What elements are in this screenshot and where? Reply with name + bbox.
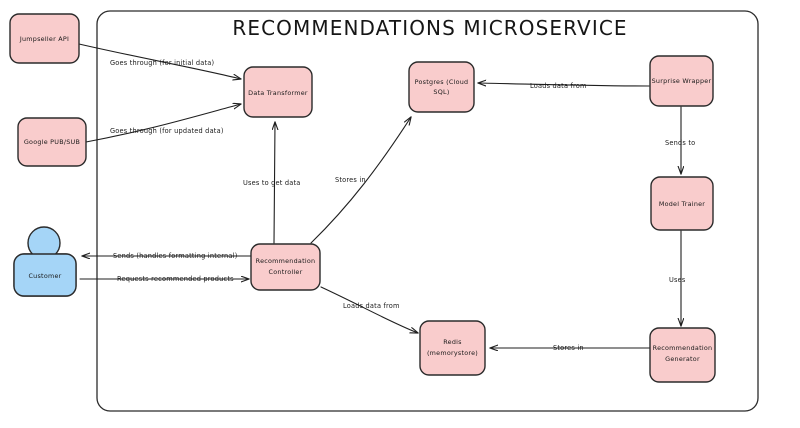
node-recommendation-controller-label-line1: Recommendation [256,257,316,265]
edge-label-controller-to-customer: Sends (handles formatting internal) [113,252,237,260]
node-redis-memorystore-label-line2: (memorystore) [427,349,478,357]
actor-customer-body [13,253,77,297]
node-recommendation-controller-label-line2: Controller [269,268,303,276]
edge-controller-to-transformer [274,122,275,244]
node-jumpseller-api[interactable]: Jumpseller API [9,13,80,64]
node-model-trainer[interactable]: Model Trainer [650,176,714,231]
edge-label-controller-to-postgres: Stores in [335,176,366,184]
node-google-pubsub-label: Google PUB/SUB [24,138,80,146]
page-title: RECOMMENDATIONS MICROSERVICE [232,16,627,40]
node-google-pubsub[interactable]: Google PUB/SUB [17,117,87,167]
node-data-transformer[interactable]: Data Transformer [243,66,313,118]
edge-controller-to-redis [320,286,418,333]
edge-label-controller-to-redis: Loads data from [343,302,400,310]
edge-jumpseller-to-transformer [78,43,241,79]
actor-customer[interactable]: Customer [13,226,77,297]
node-redis-memorystore[interactable]: Redis (memorystore) [419,320,486,376]
node-surprise-wrapper[interactable]: Surprise Wrapper [649,55,714,107]
edge-label-controller-to-transformer: Uses to get data [243,179,301,187]
node-surprise-wrapper-label: Surprise Wrapper [652,77,712,85]
edge-label-generator-to-redis: Stores in [553,344,584,352]
edge-label-jumpseller-to-transformer: Goes through (for initial data) [110,59,214,67]
node-model-trainer-label: Model Trainer [659,200,705,208]
node-recommendation-generator[interactable]: Recommendation Generator [649,327,716,383]
edge-pubsub-to-transformer [85,104,241,143]
edge-label-surprise-to-trainer: Sends to [665,139,695,147]
node-jumpseller-api-label: Jumpseller API [19,35,69,43]
node-postgres-cloud-sql[interactable]: Postgres (Cloud SQL) [408,61,475,113]
node-recommendation-controller[interactable]: Recommendation Controller [250,243,321,291]
edge-label-surprise-to-postgres: Loads data from [530,82,587,90]
node-recommendation-generator-label-line1: Recommendation [653,344,713,352]
node-redis-memorystore-label-line1: Redis [443,338,462,346]
edge-label-customer-to-controller: Requests recommended products [117,275,234,283]
edge-label-pubsub-to-transformer: Goes through (for updated data) [110,127,224,135]
actor-customer-label: Customer [28,272,61,280]
node-postgres-cloud-sql-label-line1: Postgres (Cloud [415,78,469,86]
edge-controller-to-postgres [310,117,411,244]
microservice-boundary [96,10,759,412]
node-recommendation-generator-label-line2: Generator [665,355,700,363]
edge-surprise-to-postgres [478,83,650,87]
node-data-transformer-label: Data Transformer [248,89,308,97]
edge-label-trainer-to-generator: Uses [669,276,686,284]
node-postgres-cloud-sql-label-line2: SQL) [433,88,449,96]
